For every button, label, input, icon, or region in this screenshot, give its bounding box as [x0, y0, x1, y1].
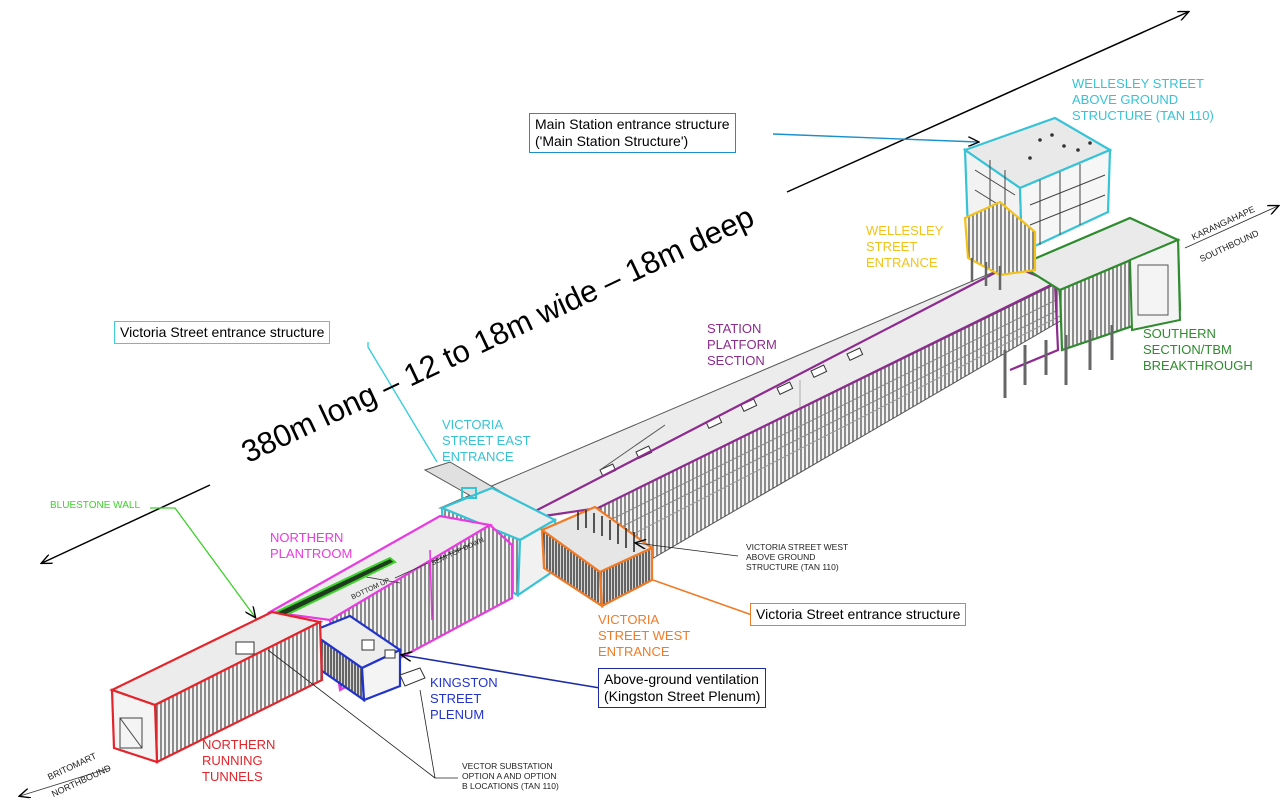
- label-victoria-west-above-3: STRUCTURE (TAN 110): [746, 562, 839, 572]
- label-victoria-west-2: STREET WEST: [598, 628, 691, 643]
- callout-victoria-bottom-text: Victoria Street entrance structure: [756, 606, 961, 622]
- label-vector-substation-1: VECTOR SUBSTATION: [462, 761, 553, 771]
- callout-kingston-line1: Above-ground ventilation: [604, 671, 759, 687]
- kingston-plenum: [307, 614, 426, 703]
- label-northern-plantroom: NORTHERN PLANTROOM: [270, 530, 352, 562]
- dimension-arrow-south: [786, 12, 1188, 193]
- label-southern-section-1: SOUTHERN: [1143, 326, 1216, 341]
- label-kingston-plenum-2: STREET: [430, 691, 482, 706]
- label-southern-section-2: SECTION/TBM: [1143, 342, 1232, 357]
- callout-main-station-line1: Main Station entrance structure: [535, 116, 730, 132]
- northern-running-tunnels: [109, 610, 324, 764]
- leader-kingston: [402, 655, 601, 689]
- label-kingston-plenum-3: PLENUM: [430, 707, 485, 722]
- label-station-platform-1: STATION: [707, 321, 762, 336]
- label-northern-tunnels-2: RUNNING: [202, 753, 263, 768]
- label-vector-substation-3: B LOCATIONS (TAN 110): [462, 781, 559, 791]
- southern-section: [1003, 216, 1182, 398]
- label-victoria-west-1: VICTORIA: [598, 612, 660, 627]
- label-wellesley-above: WELLESLEY STREET ABOVE GROUND STRUCTURE …: [1072, 76, 1214, 124]
- label-kingston-plenum: KINGSTON STREET PLENUM: [430, 675, 498, 723]
- callout-main-station-line2: ('Main Station Structure'): [535, 133, 689, 149]
- leader-victoria-bottom: [652, 579, 753, 616]
- label-kingston-plenum-1: KINGSTON: [430, 675, 498, 690]
- label-vector-substation-2: OPTION A AND OPTION: [462, 771, 557, 781]
- label-wellesley-above-3: STRUCTURE (TAN 110): [1072, 108, 1214, 123]
- leader-vector-b: [267, 649, 436, 779]
- label-southern-section-3: BREAKTHROUGH: [1143, 358, 1253, 373]
- label-northern-tunnels: NORTHERN RUNNING TUNNELS: [202, 737, 275, 785]
- label-wellesley-above-2: ABOVE GROUND: [1072, 92, 1179, 107]
- southbound-arrow: [1184, 206, 1278, 249]
- label-station-platform-3: SECTION: [707, 353, 765, 368]
- callout-kingston: Above-ground ventilation (Kingston Stree…: [598, 668, 767, 708]
- label-southern-section: SOUTHERN SECTION/TBM BREAKTHROUGH: [1143, 326, 1253, 374]
- label-victoria-east-2: STREET EAST: [442, 433, 531, 448]
- label-victoria-west-above: VICTORIA STREET WEST ABOVE GROUND STRUCT…: [746, 542, 848, 572]
- label-station-platform: STATION PLATFORM SECTION: [707, 321, 777, 369]
- label-wellesley-entrance-3: ENTRANCE: [866, 255, 938, 270]
- label-victoria-east: VICTORIA STREET EAST ENTRANCE: [442, 417, 531, 465]
- label-wellesley-above-1: WELLESLEY STREET: [1072, 76, 1204, 91]
- label-northern-tunnels-3: TUNNELS: [202, 769, 263, 784]
- callout-main-station: Main Station entrance structure ('Main S…: [529, 113, 736, 153]
- label-vector-substation: VECTOR SUBSTATION OPTION A AND OPTION B …: [462, 761, 559, 791]
- dimension-arrow-north: [42, 484, 211, 563]
- label-northern-plantroom-1: NORTHERN: [270, 530, 344, 545]
- label-bluestone-wall: BLUESTONE WALL: [50, 500, 141, 511]
- label-wellesley-entrance-1: WELLESLEY: [866, 223, 944, 238]
- victoria-west-entrance: [539, 505, 655, 609]
- label-station-platform-2: PLATFORM: [707, 337, 777, 352]
- label-victoria-west-above-2: ABOVE GROUND: [746, 552, 816, 562]
- label-victoria-west: VICTORIA STREET WEST ENTRANCE: [598, 612, 690, 660]
- label-victoria-west-above-1: VICTORIA STREET WEST: [746, 542, 849, 552]
- label-victoria-east-1: VICTORIA: [442, 417, 504, 432]
- callout-victoria-top-text: Victoria Street entrance structure: [120, 324, 325, 340]
- callout-kingston-line2: (Kingston Street Plenum): [604, 688, 761, 704]
- label-wellesley-entrance: WELLESLEY STREET ENTRANCE: [866, 223, 943, 271]
- leader-victoria-top: [367, 342, 438, 463]
- callout-victoria-top: Victoria Street entrance structure: [114, 321, 331, 344]
- leader-main-station: [772, 133, 978, 142]
- label-victoria-east-3: ENTRANCE: [442, 449, 514, 464]
- callout-victoria-bottom: Victoria Street entrance structure: [750, 603, 967, 626]
- northbound-arrow: [20, 767, 111, 796]
- leader-victoria-west-above: [636, 543, 739, 557]
- leader-bluestone: [150, 507, 255, 617]
- label-northern-plantroom-2: PLANTROOM: [270, 546, 353, 561]
- label-wellesley-entrance-2: STREET: [866, 239, 918, 254]
- label-northern-tunnels-1: NORTHERN: [202, 737, 276, 752]
- wellesley-tower: [962, 116, 1113, 290]
- label-victoria-west-3: ENTRANCE: [598, 644, 670, 659]
